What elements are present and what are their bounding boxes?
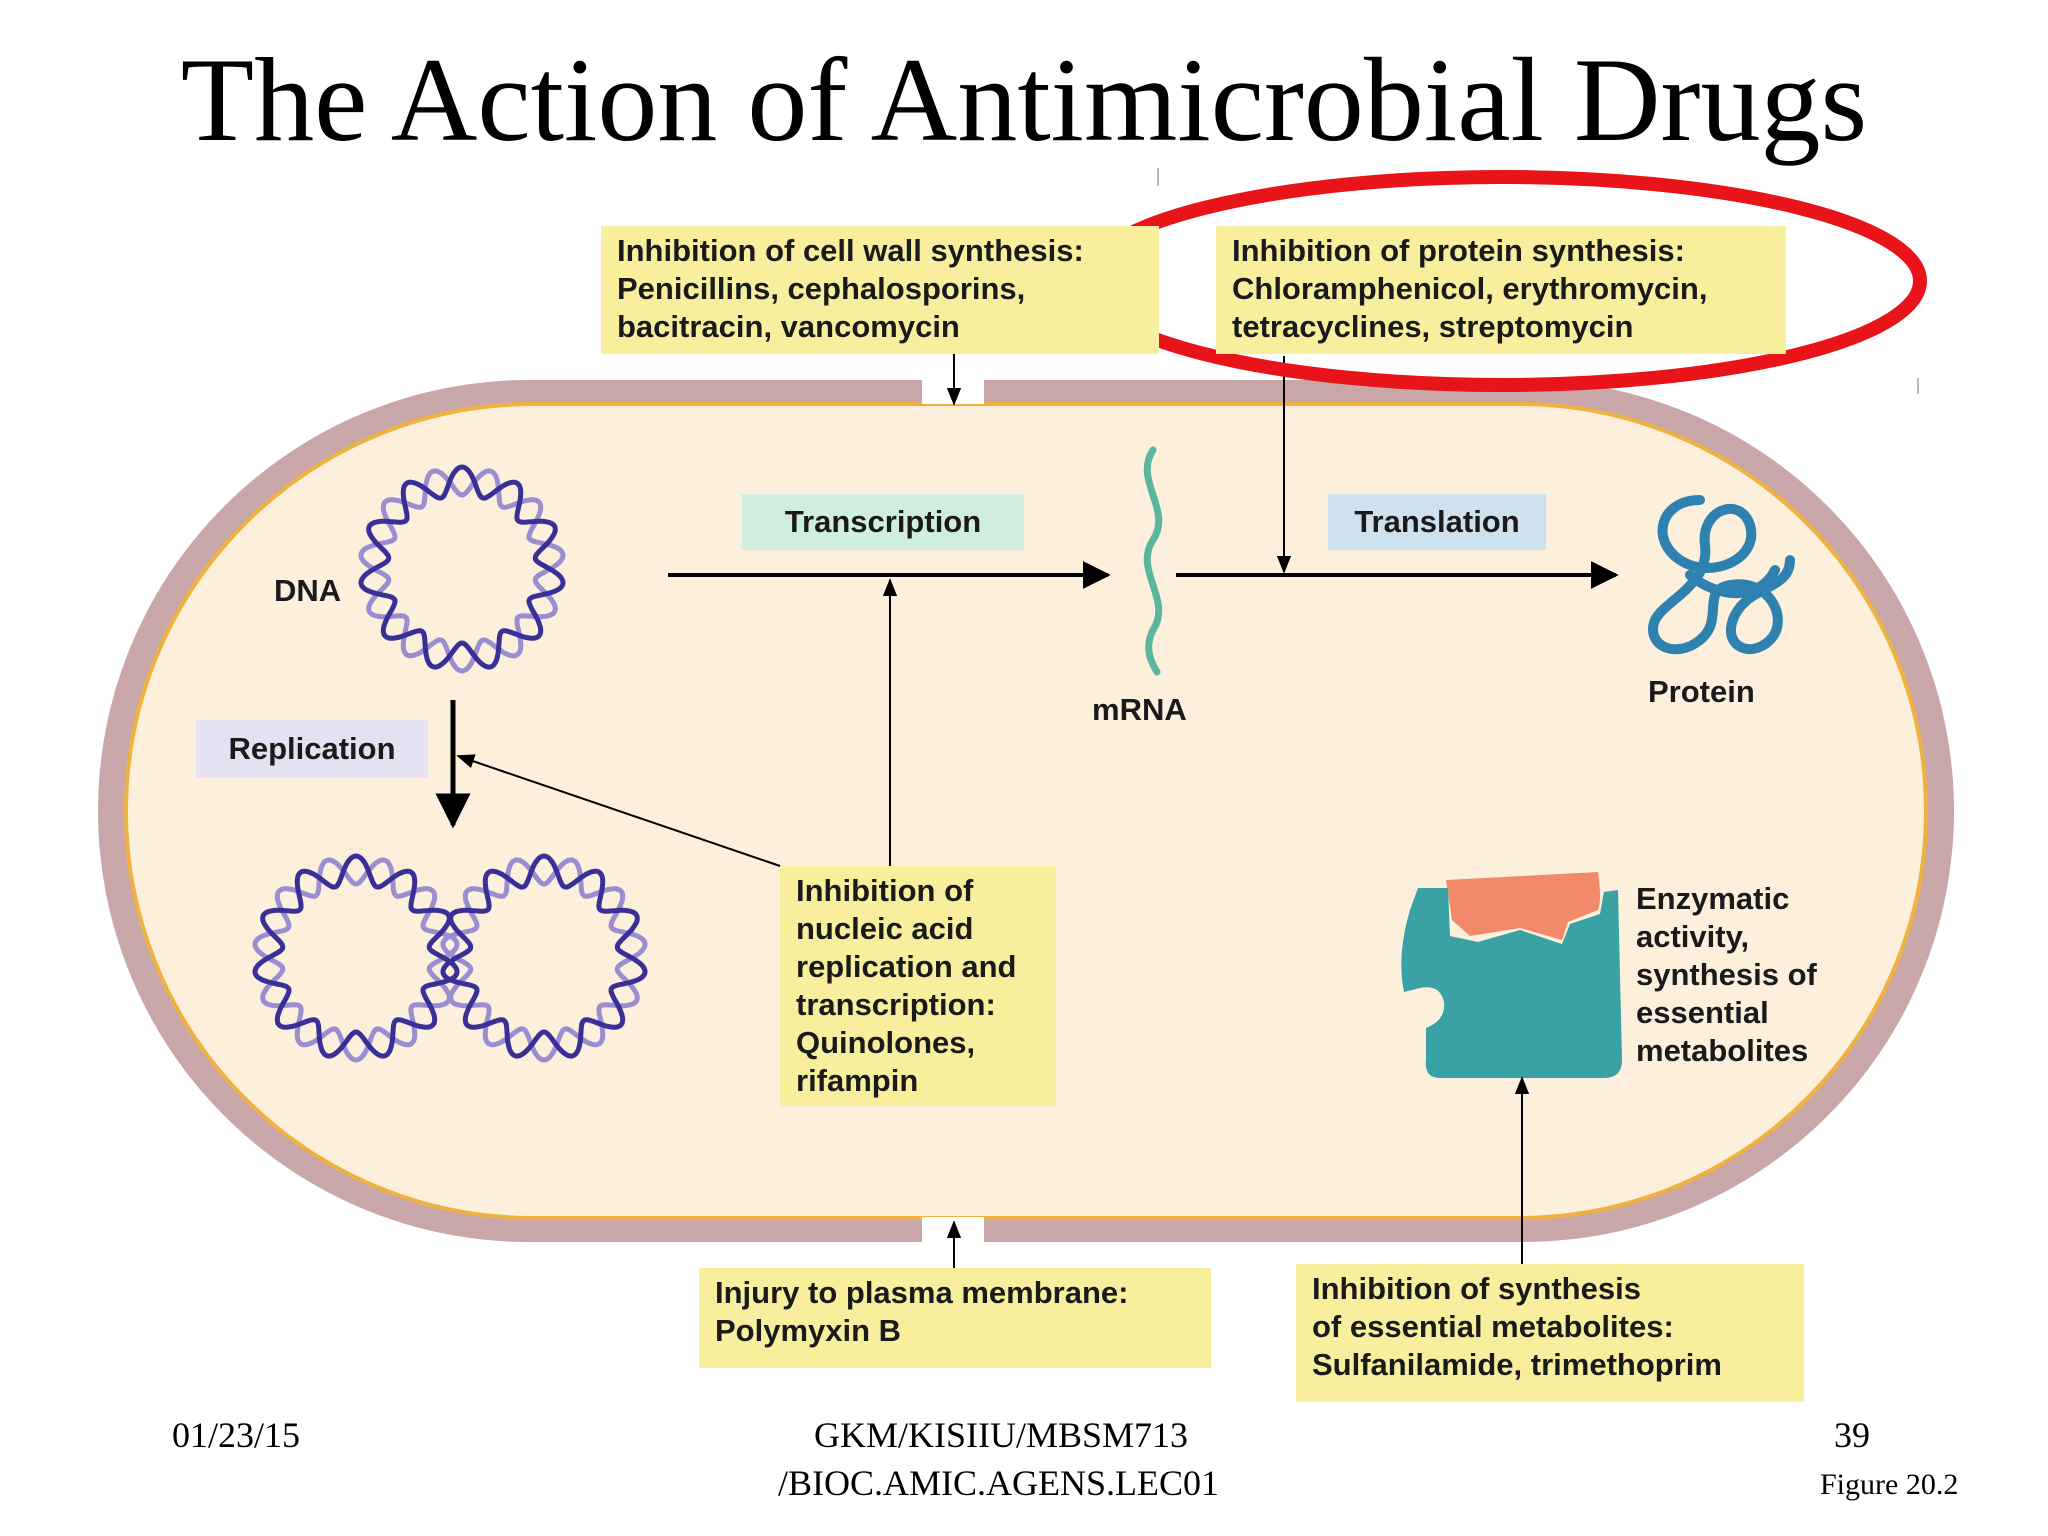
enzyme-line: Enzymatic [1636,881,1790,916]
note-line: Polymyxin B [715,1313,902,1348]
dna-dark-strand [252,853,460,1059]
footer-figure-ref: Figure 20.2 [1820,1468,1959,1501]
replicated-dna-left-icon [252,853,460,1063]
enzyme-line: activity, [1636,919,1750,954]
note-line: rifampin [796,1063,919,1098]
note-line: transcription: [796,987,996,1022]
protein-synthesis-note: Inhibition of protein synthesis: Chloram… [1216,226,1786,354]
footer-date: 01/23/15 [172,1415,301,1455]
dna-circle-icon [358,464,566,674]
note-line: nucleic acid [796,911,974,946]
note-line: Chloramphenicol, erythromycin, [1232,271,1708,306]
note-line: Inhibition of cell wall synthesis: [617,233,1084,268]
note-line: Inhibition of [796,873,974,908]
protein-label: Protein [1648,674,1755,709]
enzyme-line: synthesis of [1636,957,1817,992]
enzyme-line: metabolites [1636,1033,1809,1068]
note-line: Sulfanilamide, trimethoprim [1312,1347,1722,1382]
enzyme-description: Enzymatic activity, synthesis of essenti… [1636,880,1817,1070]
note-line: replication and [796,949,1017,984]
nucleic-acid-note: Inhibition of nucleic acid replication a… [780,866,1056,1106]
protein-tangle-icon [1648,495,1795,655]
transcription-label: Transcription [742,494,1024,550]
dna-dark-strand [358,464,566,670]
note-line: Injury to plasma membrane: [715,1275,1129,1310]
enzyme-shape-icon [1401,888,1622,1078]
enzyme-line: essential [1636,995,1769,1030]
nucleic-acid-to-replication-pointer [456,754,781,867]
note-line: of essential metabolites: [1312,1309,1674,1344]
mrna-strand-icon [1143,446,1163,676]
dna-label: DNA [274,573,342,608]
translation-label: Translation [1328,494,1546,550]
note-line: Inhibition of synthesis [1312,1271,1641,1306]
cell-wall-note: Inhibition of cell wall synthesis: Penic… [601,226,1159,354]
note-line: bacitracin, vancomycin [617,309,960,344]
note-line: Penicillins, cephalosporins, [617,271,1026,306]
replicated-dna-right-icon [440,853,648,1063]
replication-label: Replication [196,720,428,778]
footer-course-line2: /BIOC.AMIC.AGENS.LEC01 [778,1463,1220,1503]
plasma-membrane-note: Injury to plasma membrane: Polymyxin B [699,1268,1211,1368]
dna-dark-strand [440,853,648,1059]
footer-course-line1: GKM/KISIIU/MBSM713 [814,1415,1189,1455]
substrate-shape-icon [1446,872,1600,940]
note-line: Quinolones, [796,1025,976,1060]
metabolites-note: Inhibition of synthesis of essential met… [1296,1264,1804,1402]
slide-title: The Action of Antimicrobial Drugs [180,33,1868,166]
footer-page-number: 39 [1834,1415,1870,1455]
note-line: tetracyclines, streptomycin [1232,309,1634,344]
mrna-label: mRNA [1092,692,1187,727]
note-line: Inhibition of protein synthesis: [1232,233,1685,268]
